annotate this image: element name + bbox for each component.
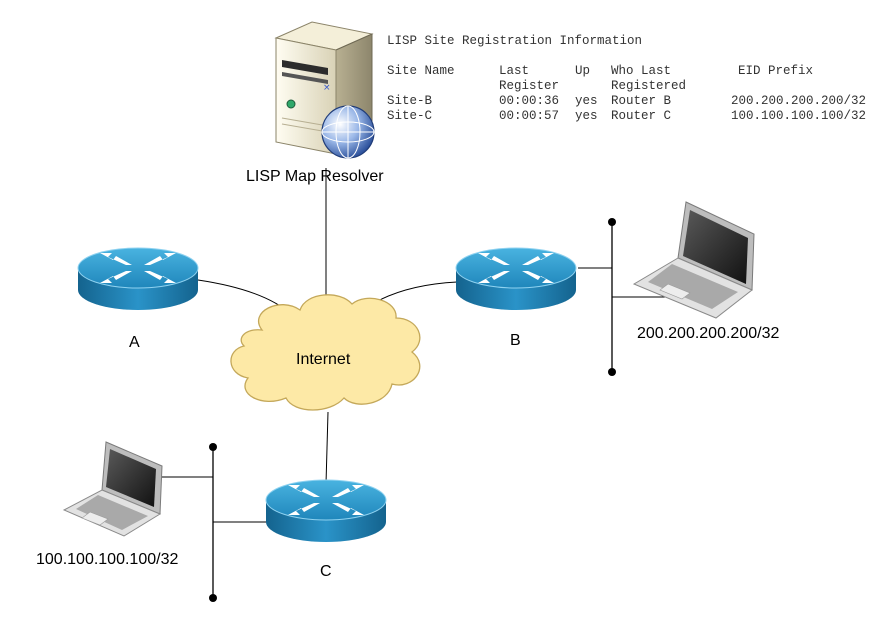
router-c: C <box>265 479 387 580</box>
row-who: Router C <box>611 109 671 123</box>
header-last-register-2: Register <box>499 79 559 93</box>
row-site: Site-C <box>387 109 432 123</box>
header-eid-prefix: EID Prefix <box>738 64 813 78</box>
laptop-icon <box>632 201 755 319</box>
table-row: Site-C 00:00:57 yes Router C 100.100.100… <box>387 109 866 123</box>
link-internet-router-c <box>325 411 329 485</box>
row-up: yes <box>575 109 598 123</box>
header-last-register-1: Last <box>499 64 529 78</box>
globe-icon <box>321 105 375 159</box>
row-who: Router B <box>611 94 672 108</box>
row-last-register: 00:00:57 <box>499 109 559 123</box>
internet-cloud-icon: Internet <box>230 294 421 411</box>
router-b-label: B <box>510 332 521 349</box>
router-c-label: C <box>320 563 332 580</box>
header-who-last-1: Who Last <box>611 64 671 78</box>
ethernet-segment-c <box>162 443 217 602</box>
router-a: A <box>77 247 199 351</box>
ethernet-segment-b <box>608 218 665 376</box>
header-who-last-2: Registered <box>611 79 686 93</box>
cloud-label: Internet <box>296 351 351 368</box>
header-site-name: Site Name <box>387 64 455 78</box>
router-a-label: A <box>129 334 140 351</box>
header-up: Up <box>575 64 590 78</box>
row-eid: 100.100.100.100/32 <box>731 109 866 123</box>
table-row: Site-B 00:00:36 yes Router B 200.200.200… <box>387 94 866 108</box>
row-site: Site-B <box>387 94 433 108</box>
host-c-prefix: 100.100.100.100/32 <box>36 551 178 568</box>
host-b-prefix: 200.200.200.200/32 <box>637 325 779 342</box>
router-b: B <box>455 247 577 349</box>
server-label: LISP Map Resolver <box>246 168 384 185</box>
registration-table: LISP Site Registration Information Site … <box>387 34 866 123</box>
laptop-icon <box>62 441 163 537</box>
row-eid: 200.200.200.200/32 <box>731 94 866 108</box>
svg-text:×: × <box>323 83 331 93</box>
row-last-register: 00:00:36 <box>499 94 559 108</box>
row-up: yes <box>575 94 598 108</box>
table-title: LISP Site Registration Information <box>387 34 642 48</box>
